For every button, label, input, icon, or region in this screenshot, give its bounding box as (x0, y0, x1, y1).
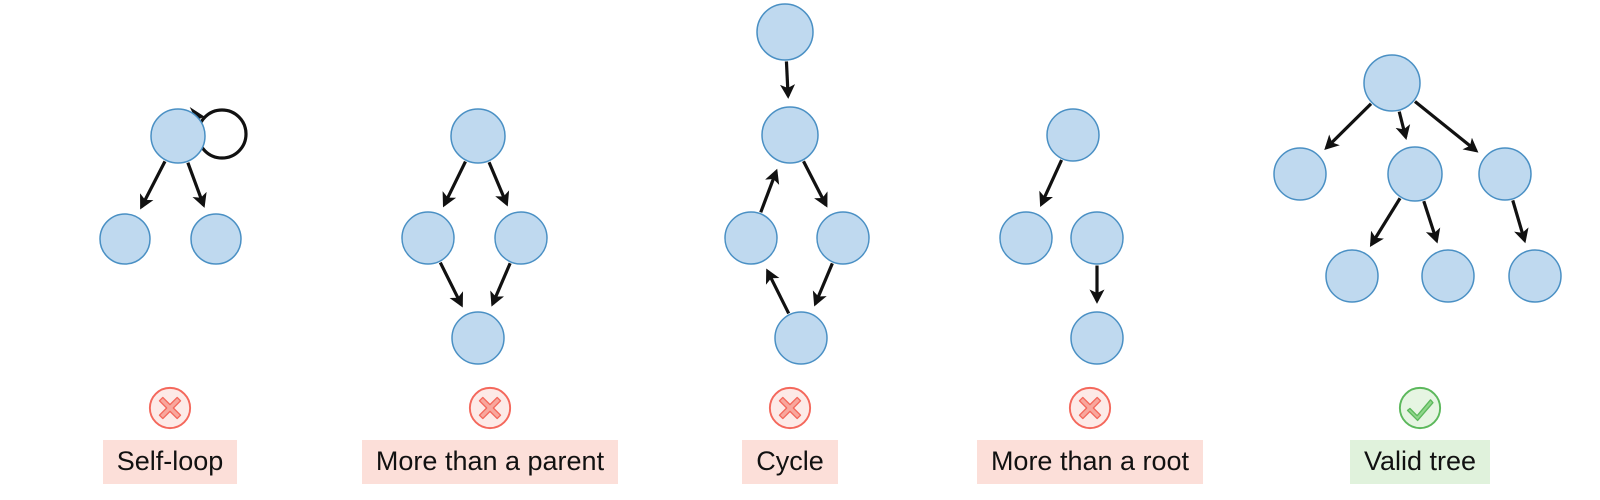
graph-node[interactable] (756, 3, 814, 61)
graph-edge (1395, 111, 1411, 140)
graph-node[interactable] (1325, 249, 1379, 303)
graph-node[interactable] (1273, 147, 1327, 201)
graph-edge (780, 61, 796, 99)
panel-label-more-than-a-root: More than a root (976, 440, 1204, 484)
graph-node[interactable] (150, 108, 206, 164)
graph-edge (438, 261, 464, 308)
panel-caption-valid-tree: Valid tree (1240, 385, 1600, 484)
panel-caption-more-than-a-root: More than a root (940, 385, 1240, 484)
edges-group (140, 61, 1529, 315)
graph-node[interactable] (1070, 211, 1124, 265)
graph-edge (802, 160, 828, 208)
graph-edge (759, 168, 780, 213)
graph-edge (812, 262, 834, 307)
circled-check-icon (1398, 386, 1442, 430)
graph-node[interactable] (816, 211, 870, 265)
panel-label-more-than-a-parent: More than a parent (361, 440, 619, 484)
circled-cross-icon (768, 386, 812, 430)
graph-edge (1511, 199, 1529, 244)
graph-edge (1413, 100, 1479, 153)
graph-edge (1422, 200, 1441, 244)
graph-edge (490, 262, 512, 307)
graph-node[interactable] (761, 106, 819, 164)
graph-node[interactable] (1046, 108, 1100, 162)
circled-cross-icon (1068, 386, 1112, 430)
graph-edge (765, 268, 791, 315)
graph-edge (140, 160, 167, 210)
graph-node[interactable] (1478, 147, 1532, 201)
panel-label-self-loop: Self-loop (102, 440, 238, 484)
graph-node[interactable] (401, 211, 455, 265)
graph-node[interactable] (774, 311, 828, 365)
graph-node[interactable] (1070, 311, 1124, 365)
panel-label-valid-tree: Valid tree (1349, 440, 1491, 484)
graph-edge (1369, 197, 1402, 247)
graph-node[interactable] (190, 213, 242, 265)
graph-node[interactable] (1387, 146, 1443, 202)
graph-node[interactable] (724, 211, 778, 265)
circled-cross-icon (468, 386, 512, 430)
graph-edge (1039, 159, 1064, 207)
graph-edge (186, 162, 207, 208)
graph-edge (1324, 102, 1373, 151)
graph-node[interactable] (1421, 249, 1475, 303)
nodes-group (99, 3, 1562, 365)
panel-caption-cycle: Cycle (640, 385, 940, 484)
panel-caption-self-loop: Self-loop (0, 385, 340, 484)
graph-edge (442, 160, 467, 208)
graph-node[interactable] (999, 211, 1053, 265)
graph-node[interactable] (99, 213, 151, 265)
panel-caption-more-than-a-parent: More than a parent (340, 385, 640, 484)
panel-label-cycle: Cycle (742, 440, 838, 484)
graph-node[interactable] (1363, 54, 1421, 112)
graph-node[interactable] (494, 211, 548, 265)
graph-edge (487, 161, 510, 207)
graph-node[interactable] (450, 108, 506, 164)
graph-node[interactable] (1508, 249, 1562, 303)
graph-node[interactable] (451, 311, 505, 365)
circled-cross-icon (148, 386, 192, 430)
